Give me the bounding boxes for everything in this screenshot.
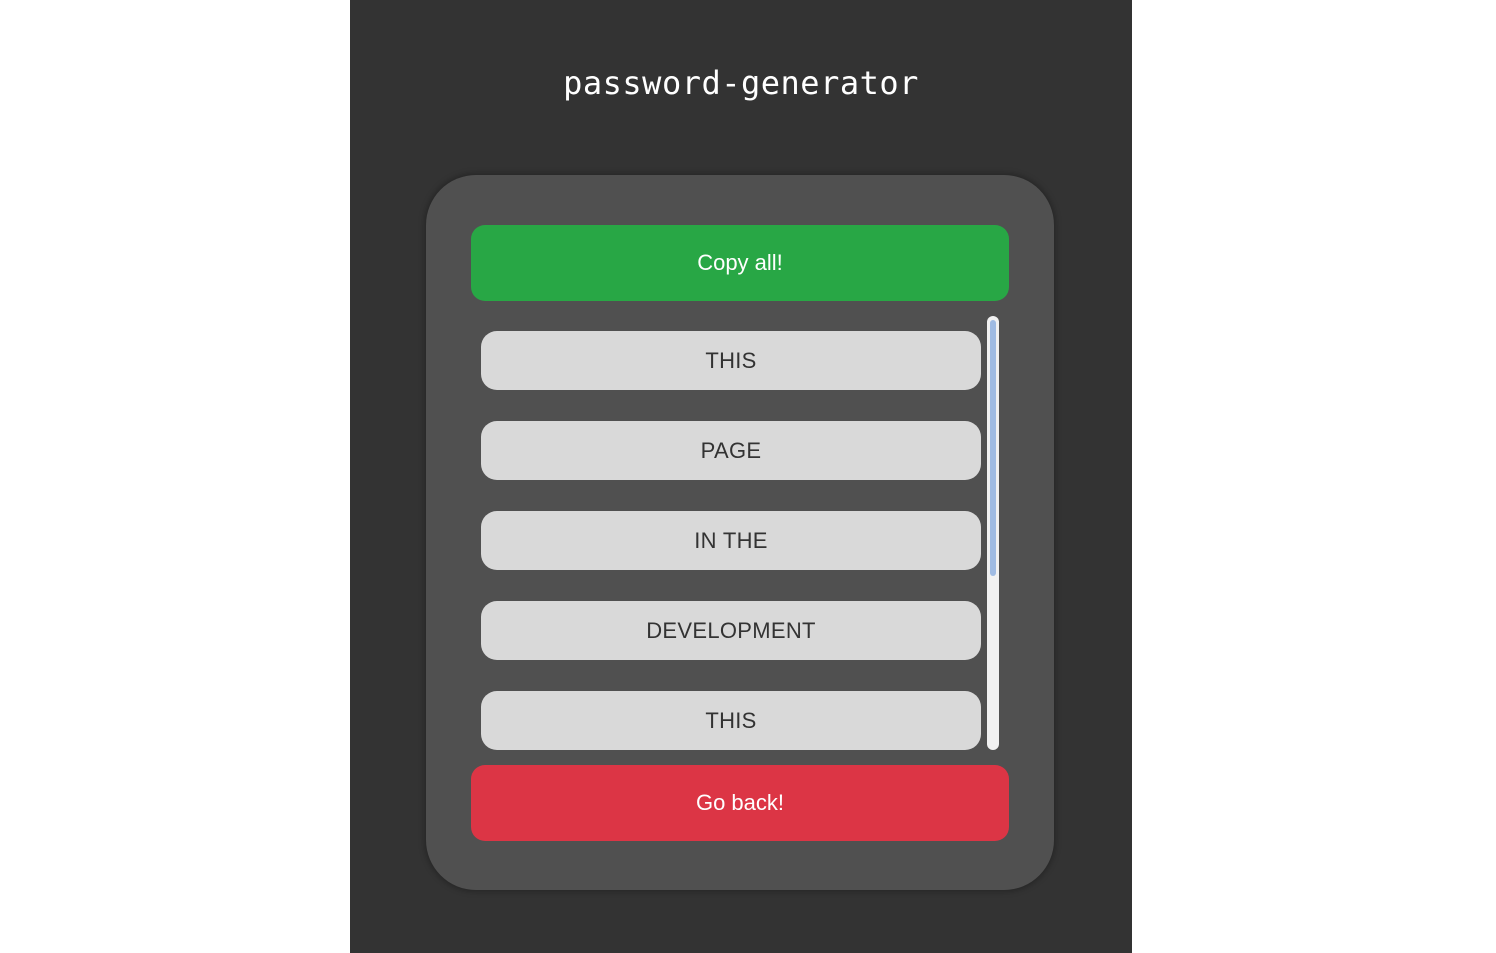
list-item[interactable]: IN THE xyxy=(481,511,981,570)
password-list[interactable]: THIS PAGE IN THE DEVELOPMENT THIS xyxy=(481,316,1001,750)
app-window: password-generator Copy all! THIS PAGE I… xyxy=(350,0,1132,953)
list-item[interactable]: DEVELOPMENT xyxy=(481,601,981,660)
page-title: password-generator xyxy=(563,64,919,102)
go-back-button[interactable]: Go back! xyxy=(471,765,1009,841)
list-item[interactable]: PAGE xyxy=(481,421,981,480)
copy-all-button[interactable]: Copy all! xyxy=(471,225,1009,301)
scrollbar-thumb[interactable] xyxy=(990,320,996,576)
list-item[interactable]: THIS xyxy=(481,331,981,390)
password-card: Copy all! THIS PAGE IN THE DEVELOPMENT T… xyxy=(426,175,1054,890)
list-scrollbar[interactable] xyxy=(987,316,999,750)
list-item[interactable]: THIS xyxy=(481,691,981,750)
